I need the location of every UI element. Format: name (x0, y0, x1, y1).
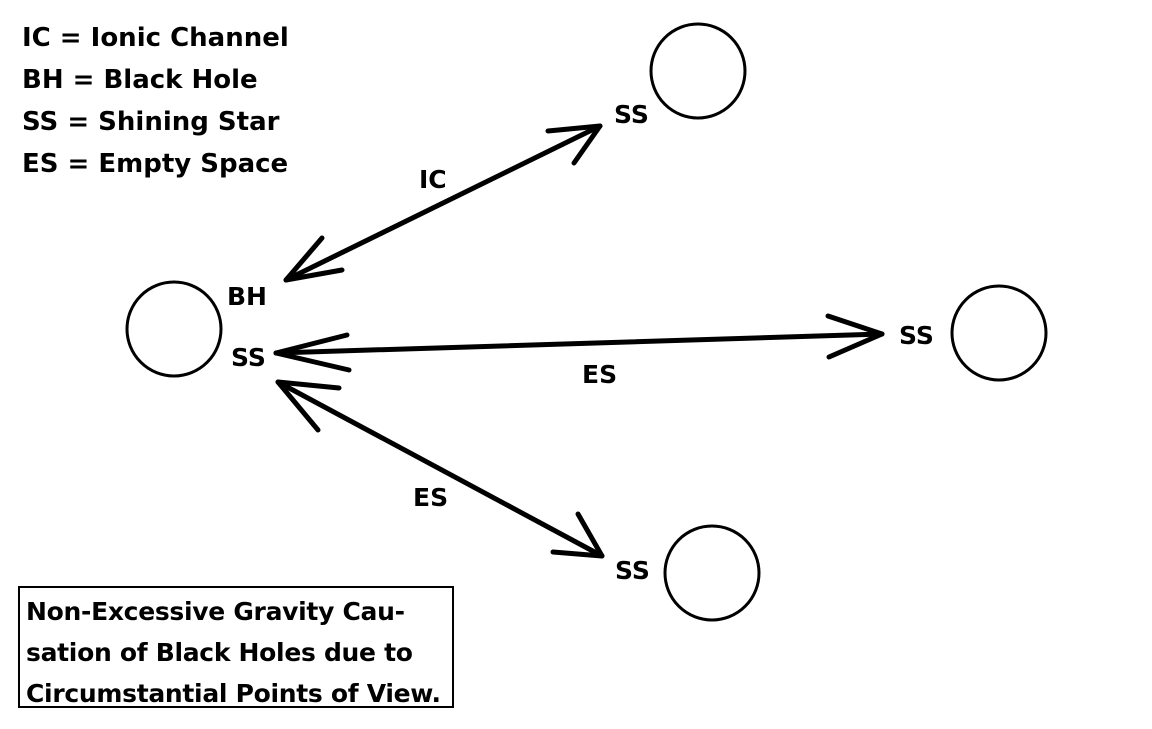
arrow-ic (283, 123, 603, 283)
arrow-es-bottom-head-left (275, 379, 342, 433)
arrow-ic-shaft (283, 123, 603, 283)
caption-line: Non-Excessive Gravity Cau- (26, 597, 405, 626)
right-circle (950, 284, 1048, 382)
caption-line: Circumstantial Points of View. (26, 679, 441, 708)
es-bottom-edge-label: ES (413, 483, 448, 512)
legend-ic: IC = Ionic Channel (22, 23, 289, 53)
arrow-ic-head-left (283, 235, 345, 283)
arrow-ic-head-right (545, 123, 603, 166)
right-ss-label: SS (899, 321, 934, 350)
legend-bh: BH = Black Hole (22, 65, 258, 95)
ic-edge-label: IC (419, 165, 447, 194)
arrow-es-middle-head-left (273, 332, 352, 373)
caption-box: Non-Excessive Gravity Cau- sation of Bla… (18, 586, 454, 708)
arrow-es-bottom-head-right (550, 511, 605, 559)
arrow-es-middle-shaft (273, 331, 885, 356)
legend: IC = Ionic Channel BH = Black Hole SS = … (22, 23, 289, 179)
top-ss-label: SS (614, 100, 649, 129)
caption-line: sation of Black Holes due to (26, 638, 413, 667)
arrow-es-middle-head-right (825, 313, 885, 360)
legend-es: ES = Empty Space (22, 149, 288, 179)
bh-label: BH (227, 282, 267, 311)
left-circle (125, 280, 223, 378)
legend-ss: SS = Shining Star (22, 107, 280, 137)
arrow-es-bottom-shaft (275, 379, 605, 559)
bottom-ss-label: SS (615, 556, 650, 585)
left-ss-label: SS (231, 343, 266, 372)
bottom-circle (663, 524, 761, 622)
arrow-es-middle (273, 313, 885, 373)
top-circle (649, 22, 747, 120)
arrow-es-bottom (275, 379, 605, 559)
es-middle-edge-label: ES (582, 360, 617, 389)
